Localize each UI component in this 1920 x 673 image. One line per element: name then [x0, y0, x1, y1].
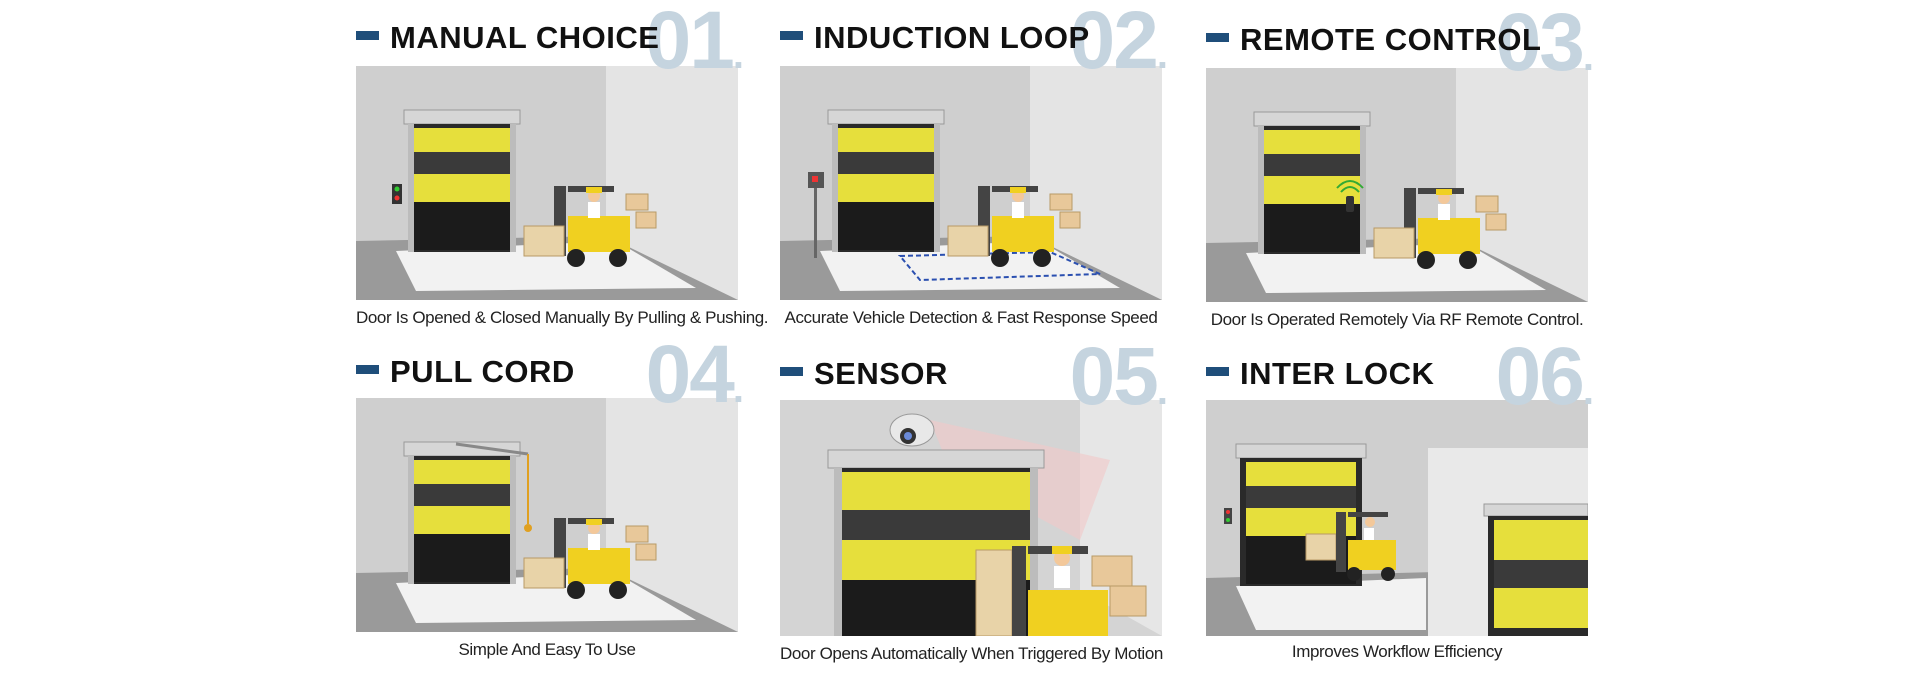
scene-illustration	[356, 398, 738, 632]
rapid-door	[1253, 111, 1371, 254]
scene-illustration	[1206, 68, 1588, 302]
scene-illustration	[1206, 400, 1588, 636]
rapid-door	[403, 441, 521, 584]
card-title: INDUCTION LOOP	[814, 20, 1090, 55]
loop-detector-icon	[808, 172, 824, 258]
card-title: SENSOR	[814, 356, 948, 391]
card-title: INTER LOCK	[1240, 356, 1435, 391]
card-number: 05.	[1069, 331, 1168, 422]
forklift-icon	[947, 186, 1081, 267]
accent-bar	[780, 31, 803, 40]
forklift-icon	[523, 518, 657, 599]
pull-cord-icon	[455, 442, 532, 532]
card-title: PULL CORD	[390, 354, 575, 389]
rapid-door	[827, 109, 945, 252]
accent-bar	[1206, 367, 1229, 376]
card-title: MANUAL CHOICE	[390, 20, 660, 55]
accent-bar	[1206, 33, 1229, 42]
card-caption: Simple And Easy To Use	[458, 640, 636, 659]
forklift-icon	[1305, 512, 1396, 581]
card-caption: Door Is Opened & Closed Manually By Pull…	[356, 308, 769, 327]
card-title: REMOTE CONTROL	[1240, 22, 1542, 57]
feature-card-sensor: 05. SENSOR	[780, 336, 1168, 668]
card-number: 06.	[1495, 331, 1594, 422]
scene-illustration	[780, 400, 1162, 636]
card-number: 01.	[645, 0, 744, 86]
push-button-icon	[392, 184, 402, 204]
rapid-door	[1235, 443, 1367, 586]
card-number: 03.	[1495, 0, 1594, 88]
forklift-icon	[1373, 188, 1507, 269]
scene-illustration	[356, 66, 738, 300]
card-caption: Accurate Vehicle Detection & Fast Respon…	[784, 308, 1158, 327]
interlock-icon	[1224, 508, 1232, 524]
card-caption: Door Opens Automatically When Triggered …	[780, 644, 1163, 663]
feature-card-remote-control: 03. REMOTE CONTROL	[1206, 2, 1594, 334]
remote-control-icon	[1336, 180, 1364, 212]
feature-card-inter-lock: 06. INTER LOCK	[1206, 336, 1594, 668]
card-number: 04.	[645, 329, 744, 420]
forklift-icon	[523, 186, 657, 267]
feature-card-pull-cord: 04. PULL CORD	[356, 334, 744, 666]
scene-illustration	[780, 66, 1162, 300]
feature-card-induction-loop: 02. INDUCTION LOOP	[780, 0, 1168, 332]
forklift-icon	[975, 546, 1147, 636]
card-caption: Improves Workflow Efficiency	[1291, 642, 1503, 661]
accent-bar	[780, 367, 803, 376]
accent-bar	[356, 365, 379, 374]
card-caption: Door Is Operated Remotely Via RF Remote …	[1210, 310, 1584, 329]
rapid-door	[403, 109, 521, 252]
feature-card-manual-choice: 01. MANUAL CHOICE	[356, 0, 769, 332]
motion-sensor-icon	[889, 413, 935, 447]
rapid-door-second	[1428, 448, 1588, 636]
accent-bar	[356, 31, 379, 40]
card-number: 02.	[1069, 0, 1168, 86]
